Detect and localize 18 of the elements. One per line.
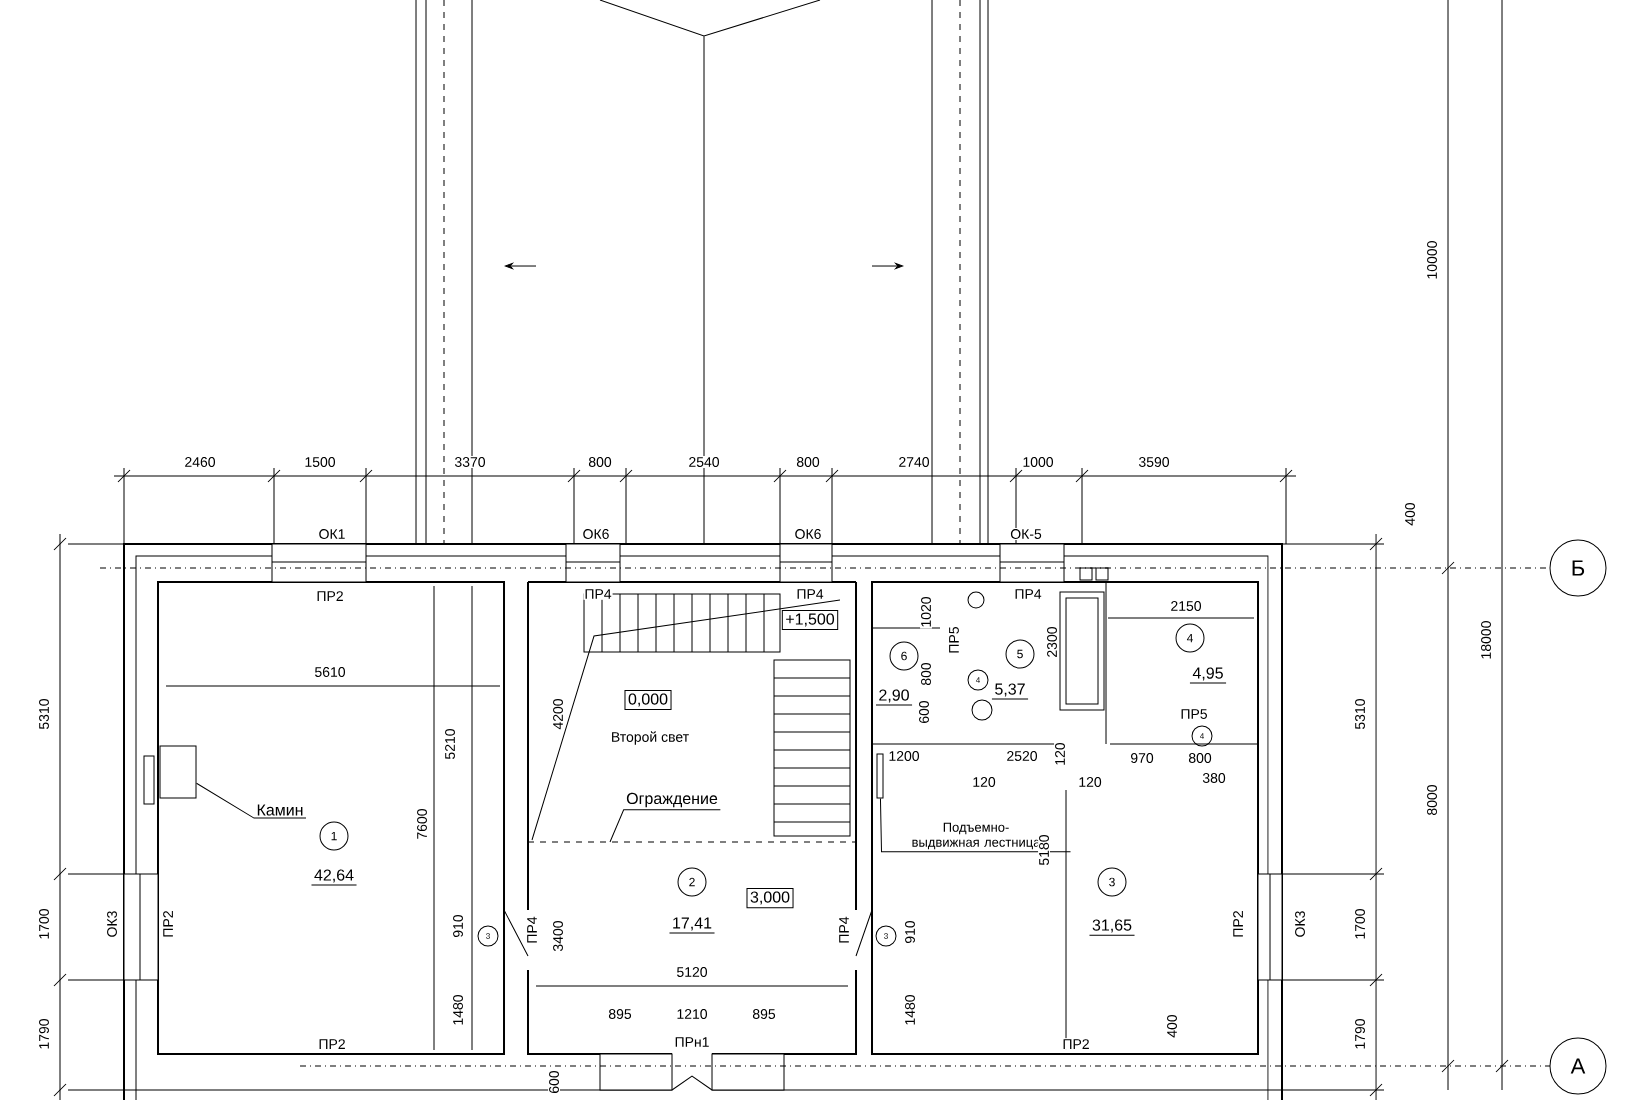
level-mark: 0,000 [624, 689, 672, 711]
axis-bubble: А [1549, 1037, 1607, 1095]
leader-line [879, 798, 1071, 853]
fireplace-box [159, 745, 197, 799]
area-label: 42,64 [311, 869, 358, 886]
ladder-bar [876, 753, 884, 799]
area-label: 5,37 [991, 683, 1029, 700]
callout-text: Ограждение [626, 792, 718, 808]
leader-line [609, 809, 721, 843]
axis-bubble: Б [1549, 539, 1607, 597]
level-mark: +1,500 [781, 609, 839, 631]
leader-line [196, 782, 307, 819]
area-label: 31,65 [1089, 919, 1136, 936]
level-mark: 3,000 [746, 887, 794, 909]
callout-text: Камин [257, 804, 303, 816]
area-label: 4,95 [1189, 667, 1227, 684]
area-label: 2,90 [875, 689, 913, 706]
area-label: 17,41 [669, 917, 716, 934]
